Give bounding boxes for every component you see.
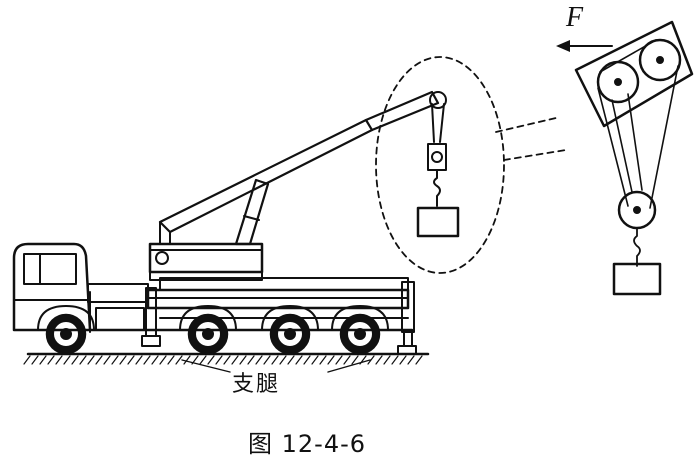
ground-hatch — [223, 355, 231, 365]
detail-callout — [375, 56, 567, 274]
ground-hatch — [319, 355, 327, 365]
ground-hatch — [63, 355, 71, 365]
ground-hatch — [279, 355, 287, 365]
ground-hatch — [399, 355, 407, 365]
hydraulic-cylinder — [234, 178, 270, 246]
ground-hatch — [255, 355, 263, 365]
wheel — [37, 305, 95, 355]
ground-hatch — [335, 355, 343, 365]
wheel-ring — [339, 313, 381, 355]
wheel-fender — [37, 305, 95, 331]
ground-hatch — [143, 355, 151, 365]
ground-hatch — [247, 355, 255, 365]
wheel-ring — [187, 313, 229, 355]
ground-hatch — [271, 355, 279, 365]
wheel-ring — [284, 328, 296, 340]
wheel — [179, 305, 237, 355]
ground — [23, 352, 430, 365]
upper-pulley-right — [638, 38, 682, 82]
crane-turret — [148, 242, 264, 281]
ground-hatch — [95, 355, 103, 365]
hook-block — [427, 143, 447, 171]
ground-hatch — [295, 355, 303, 365]
cab-window — [23, 253, 77, 285]
wheel-fender — [261, 305, 319, 331]
wheel-tire — [47, 315, 85, 353]
ground-hatch — [47, 355, 55, 365]
truck-cab — [12, 242, 92, 333]
ground-hatch — [207, 355, 215, 365]
figure-caption: 图 12-4-6 — [248, 430, 367, 458]
ground-hatch — [39, 355, 47, 365]
ground-hatch — [87, 355, 95, 365]
crane-boom — [158, 90, 440, 245]
wheel-ring — [276, 320, 304, 348]
wheel-tire — [271, 315, 309, 353]
ground-hatch — [391, 355, 399, 365]
ground-hatch — [55, 355, 63, 365]
wheel-ring — [269, 313, 311, 355]
wheel-fender — [179, 305, 237, 331]
wheel-tire — [189, 315, 227, 353]
support-legs — [141, 281, 417, 373]
ground-hatch — [167, 355, 175, 365]
wheel-ring — [202, 328, 214, 340]
ground-hatch — [103, 355, 111, 365]
ground-hatch — [239, 355, 247, 365]
pulley-system-detail — [556, 20, 694, 296]
boom-tip-pulley — [429, 91, 447, 109]
ground-hatch — [351, 355, 359, 365]
wheel-ring — [45, 313, 87, 355]
ground-hatch — [375, 355, 383, 365]
boom-hook-assembly — [416, 91, 460, 238]
ground-hatch — [215, 355, 223, 365]
wheel-ring — [194, 320, 222, 348]
ground-hatch — [127, 355, 135, 365]
wheel-ring — [52, 320, 80, 348]
ground-hatch — [71, 355, 79, 365]
ground-hatch — [415, 355, 423, 365]
ground-hatch — [79, 355, 87, 365]
ground-hatch — [31, 355, 39, 365]
ground-hatch — [407, 355, 415, 365]
detail-load — [612, 262, 662, 296]
ground-hatch — [159, 355, 167, 365]
ground-hatch — [231, 355, 239, 365]
turret-pin — [155, 251, 169, 265]
support-leg-label: 支腿 — [232, 372, 281, 397]
ground-hatch — [175, 355, 183, 365]
ground-hatch — [343, 355, 351, 365]
wheel-fender — [331, 305, 389, 331]
ground-hatch — [287, 355, 295, 365]
wheel-ring — [346, 320, 374, 348]
wheel-ring — [354, 328, 366, 340]
ground-hatch — [119, 355, 127, 365]
wheels — [37, 305, 389, 355]
wheel-ring — [60, 328, 72, 340]
ground-hatch — [183, 355, 191, 365]
wheel — [261, 305, 319, 355]
ground-hatch — [151, 355, 159, 365]
ground-hatch — [303, 355, 311, 365]
ground-hatch — [327, 355, 335, 365]
force-label: F — [566, 2, 584, 33]
ground-hatch — [23, 355, 31, 365]
ground-hatch — [311, 355, 319, 365]
wheel — [331, 305, 389, 355]
wheel-tire — [341, 315, 379, 353]
ground-hatch — [199, 355, 207, 365]
hanging-load — [416, 206, 460, 238]
ground-hatch — [135, 355, 143, 365]
ground-hatch — [263, 355, 271, 365]
ground-hatch — [367, 355, 375, 365]
ground-hatch — [383, 355, 391, 365]
ground-hatch — [111, 355, 119, 365]
